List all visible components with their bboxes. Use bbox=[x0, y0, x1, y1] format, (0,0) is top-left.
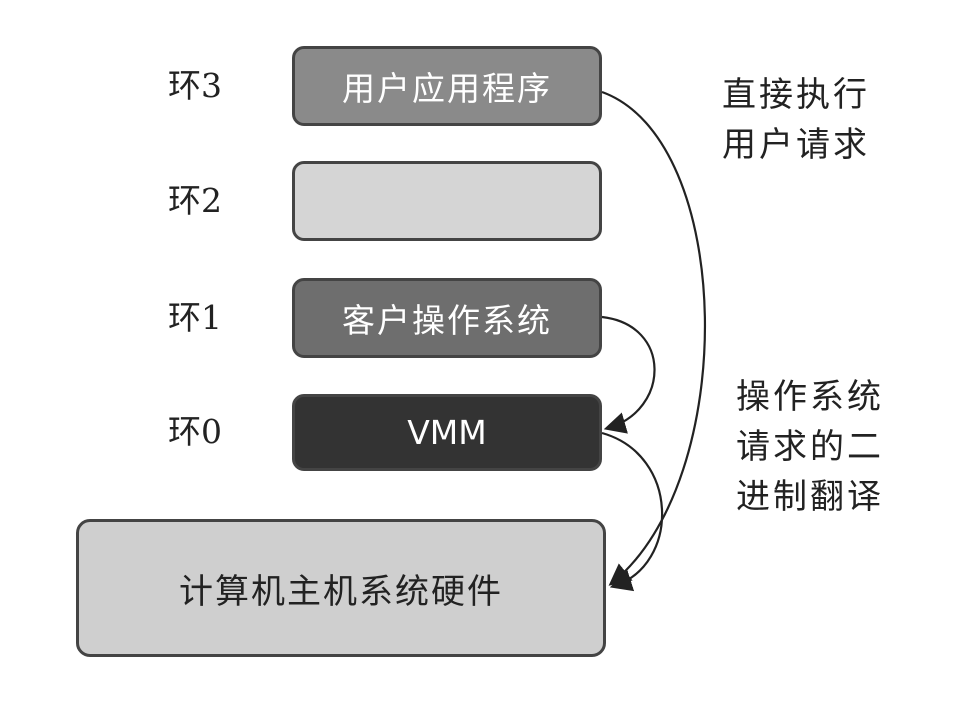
ring-2-empty-box bbox=[292, 161, 602, 241]
direct-execution-line-2: 用户请求 bbox=[722, 125, 870, 165]
binary-translation-line-2: 请求的二 bbox=[736, 427, 884, 467]
arrow-vmm-to-hardware bbox=[601, 431, 664, 592]
binary-translation-line-3: 进制翻译 bbox=[736, 477, 884, 517]
direct-execution-annotation: 直接执行 用户请求 bbox=[722, 70, 870, 170]
arrow-guest-os-to-vmm bbox=[601, 315, 656, 434]
vmm-text: VMM bbox=[407, 413, 487, 452]
guest-os-box: 客户操作系统 bbox=[292, 278, 602, 358]
host-hardware-box: 计算机主机系统硬件 bbox=[76, 519, 606, 657]
arrow-user-app-to-hardware bbox=[601, 90, 706, 586]
vmm-box: VMM bbox=[292, 394, 602, 471]
direct-execution-line-1: 直接执行 bbox=[722, 75, 870, 115]
host-hardware-text: 计算机主机系统硬件 bbox=[179, 571, 503, 612]
ring-0-label: 环0 bbox=[168, 412, 222, 451]
binary-translation-line-1: 操作系统 bbox=[736, 377, 884, 417]
guest-os-text: 客户操作系统 bbox=[342, 301, 552, 340]
binary-translation-annotation: 操作系统 请求的二 进制翻译 bbox=[736, 372, 884, 522]
ring-1-label: 环1 bbox=[168, 298, 222, 337]
user-application-box: 用户应用程序 bbox=[292, 46, 602, 126]
ring-2-label: 环2 bbox=[168, 181, 222, 220]
user-application-text: 用户应用程序 bbox=[342, 69, 552, 108]
ring-3-label: 环3 bbox=[168, 66, 222, 105]
